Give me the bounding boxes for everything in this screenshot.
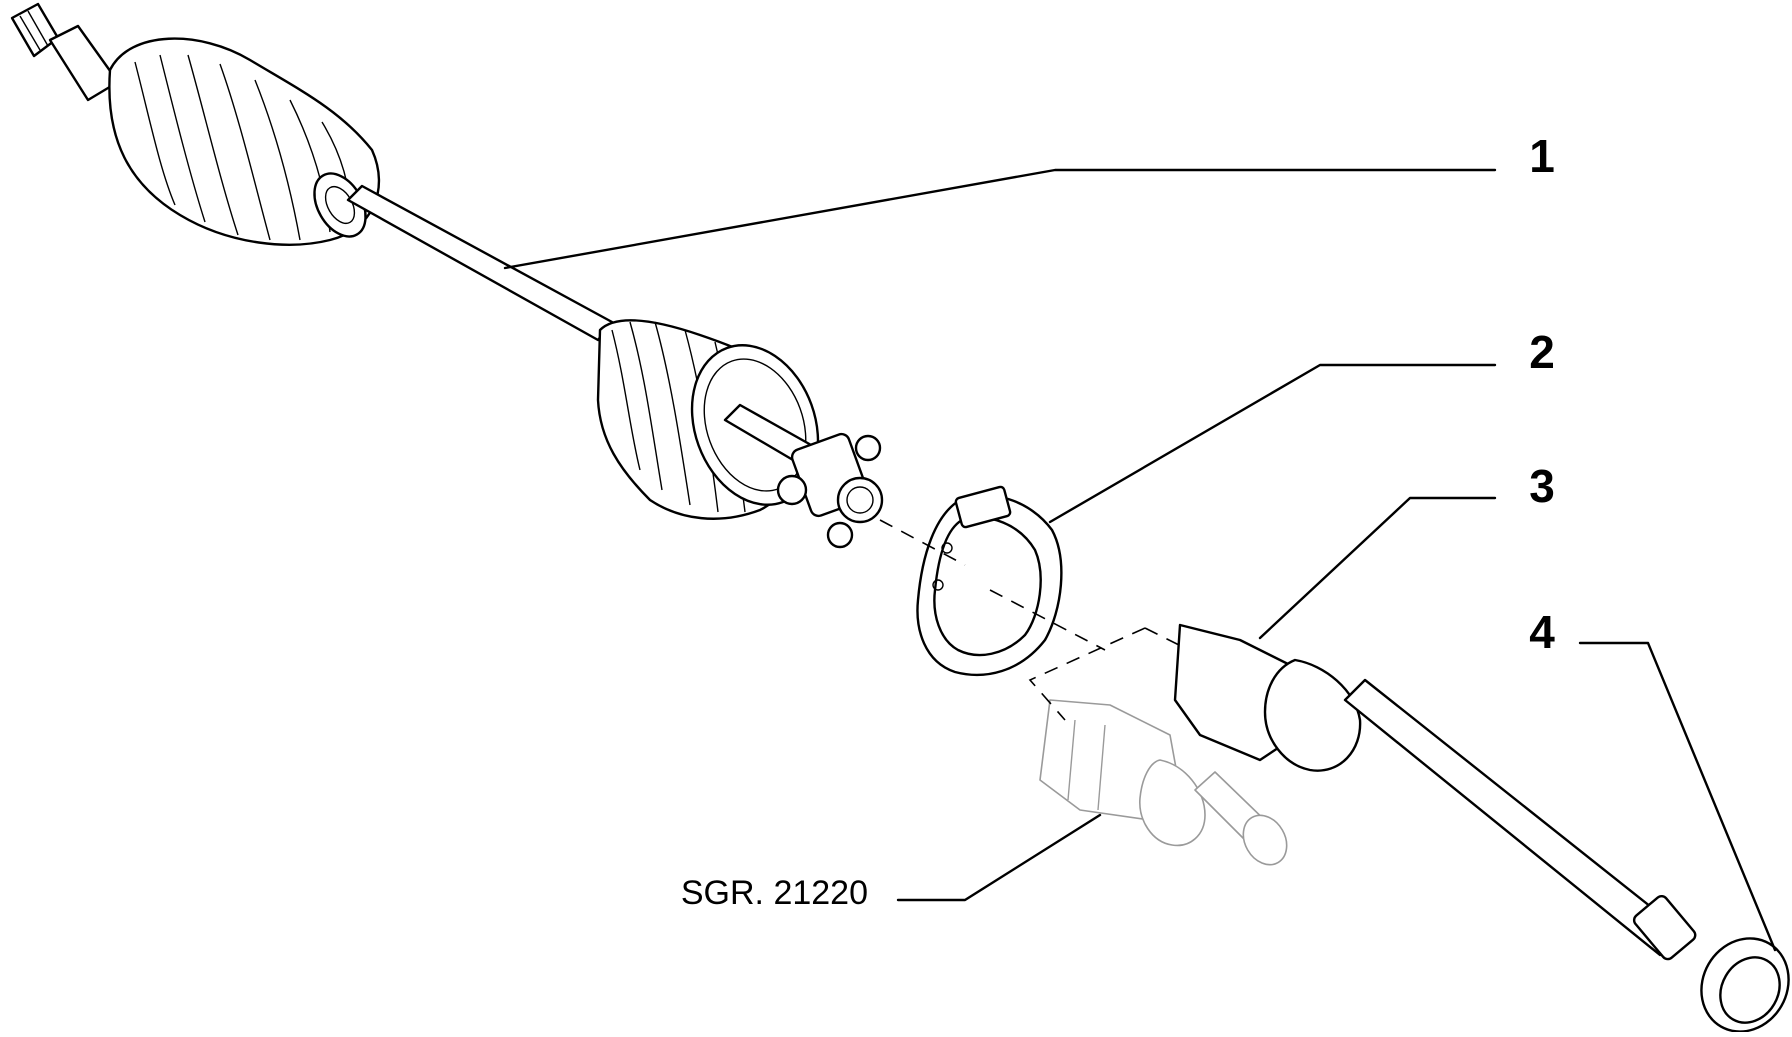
leader-line-1 [503, 168, 1497, 270]
leader-line-4 [1578, 641, 1777, 952]
drive-shaft-assembly [10, 2, 884, 549]
inner-joint-shaft [1173, 623, 1697, 961]
alignment-lines [879, 519, 1186, 721]
callout-4: 4 [1529, 606, 1555, 658]
outer-cv-boot [108, 37, 381, 246]
seal-ring [1700, 937, 1790, 1033]
tripod-spider [723, 403, 884, 549]
leader-line-2 [1048, 363, 1497, 524]
reference-part-outline [1039, 699, 1288, 866]
leader-line-3 [1258, 496, 1497, 640]
reference-label: SGR. 21220 [681, 874, 868, 912]
outer-splined-stub [10, 2, 120, 102]
boot-clamp-ring [916, 485, 1063, 677]
axle-shaft [346, 184, 614, 342]
inner-cv-boot [596, 319, 820, 520]
callout-3: 3 [1529, 460, 1555, 512]
callout-1: 1 [1529, 130, 1555, 182]
callout-2: 2 [1529, 326, 1555, 378]
leader-line-ref [896, 813, 1102, 902]
leader-lines [503, 168, 1777, 952]
